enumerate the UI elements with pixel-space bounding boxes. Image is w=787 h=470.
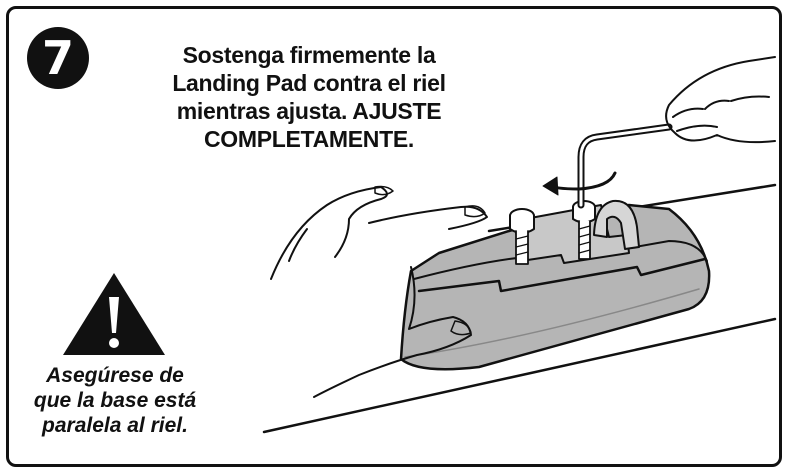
instruction-line: Landing Pad contra el riel — [172, 70, 446, 96]
landing-pad-groove — [417, 257, 707, 293]
landing-pad-front-shade — [404, 288, 700, 358]
hand-with-key — [665, 56, 776, 144]
hand-fingernail — [450, 320, 472, 336]
bolt-right — [572, 200, 596, 260]
warning-line: paralela al riel. — [42, 414, 188, 437]
step-number: 7 — [41, 31, 74, 85]
hand-fingernail — [464, 205, 486, 218]
instruction-panel: 7 Sostenga firmemente la Landing Pad con… — [6, 6, 782, 467]
instruction-line: COMPLETAMENTE. — [203, 126, 415, 152]
instruction-line: mientras ajusta. AJUSTE — [176, 98, 442, 124]
step-number-badge: 7 — [27, 27, 89, 89]
hand-fingernail — [374, 185, 394, 196]
landing-pad-illustration — [262, 56, 777, 434]
warning-line: Asegúrese de — [46, 364, 184, 387]
rail-bottom-edge — [262, 317, 777, 434]
warning-triangle-icon — [63, 273, 165, 355]
warning-text: Asegúrese de que la base está paralela a… — [9, 363, 221, 438]
warning-line: que la base está — [33, 389, 197, 412]
bracket-hook — [593, 199, 640, 250]
bolt-left — [509, 208, 535, 265]
instruction-text: Sostenga firmemente la Landing Pad contr… — [129, 41, 489, 153]
instruction-line: Sostenga firmemente la — [182, 42, 436, 68]
